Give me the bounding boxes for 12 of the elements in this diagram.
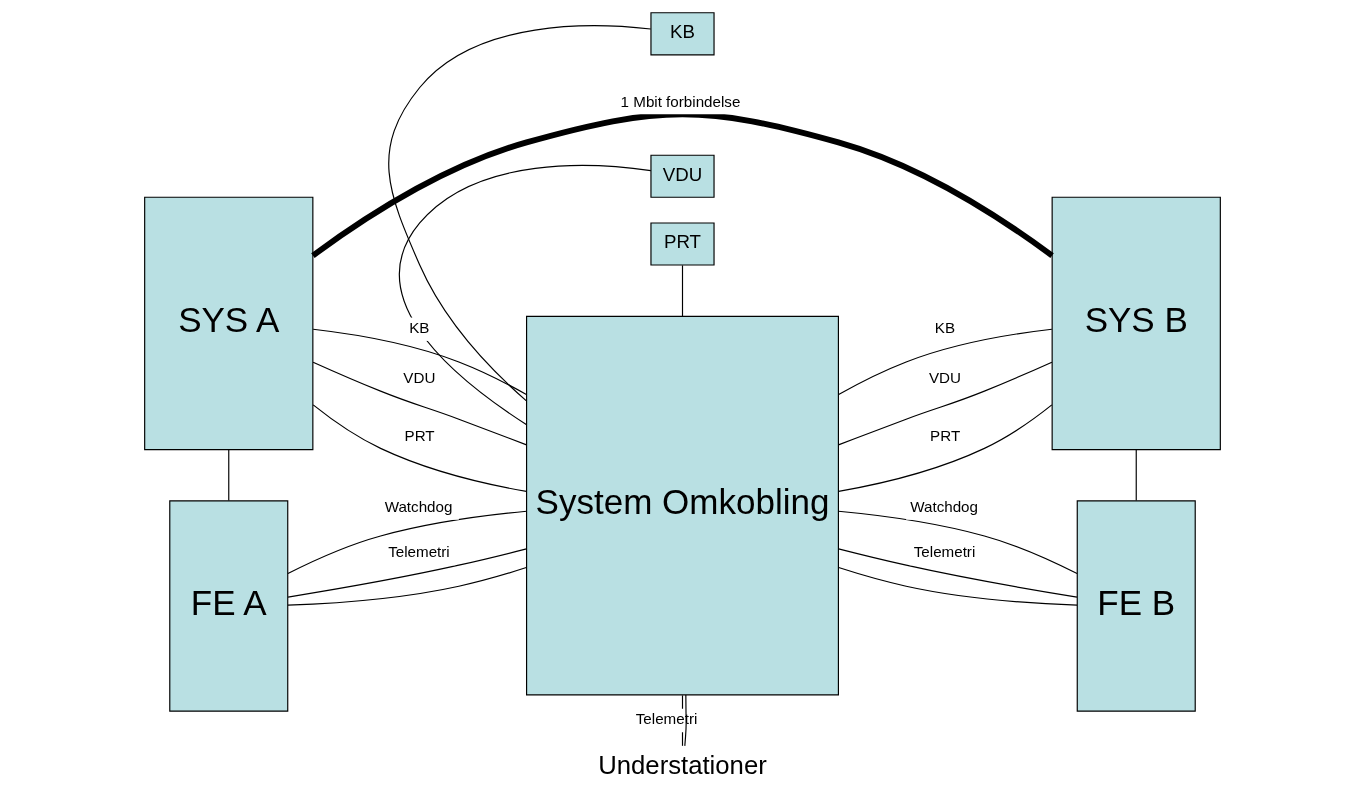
edge-label: Telemetri	[387, 543, 450, 561]
edge-label: PRT	[404, 426, 435, 444]
edge-label: 1 Mbit forbindelse	[620, 92, 740, 110]
edge-label: KB	[408, 319, 429, 337]
edge-label: Watchdog	[909, 497, 978, 515]
edge-label: PRT	[929, 426, 960, 444]
edge-label: KB	[934, 319, 955, 337]
edge-label: Telemetri	[913, 543, 975, 561]
edge-label: Watchdog	[384, 497, 452, 515]
edge-label: VDU	[928, 369, 961, 387]
node-text: Understationer	[597, 750, 767, 779]
edge-label: VDU	[402, 369, 435, 387]
